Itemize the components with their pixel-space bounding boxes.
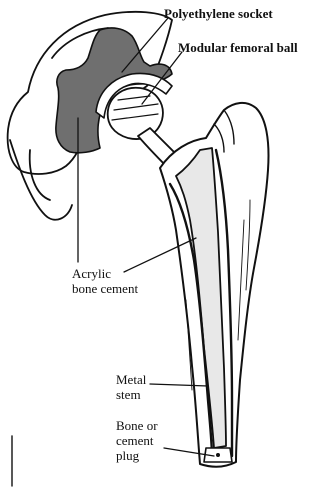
label-metal-stem: Metal stem bbox=[116, 372, 146, 402]
pelvis-lower-contour bbox=[10, 140, 72, 220]
label-bone-or-cement-plug: Bone or cement plug bbox=[116, 418, 158, 463]
plug-dot bbox=[216, 453, 220, 457]
label-polyethylene-socket: Polyethylene socket bbox=[164, 6, 273, 21]
label-acrylic-bone-cement: Acrylic bone cement bbox=[72, 266, 138, 296]
pelvis-ischium bbox=[30, 150, 50, 200]
label-modular-femoral-ball: Modular femoral ball bbox=[178, 40, 298, 55]
